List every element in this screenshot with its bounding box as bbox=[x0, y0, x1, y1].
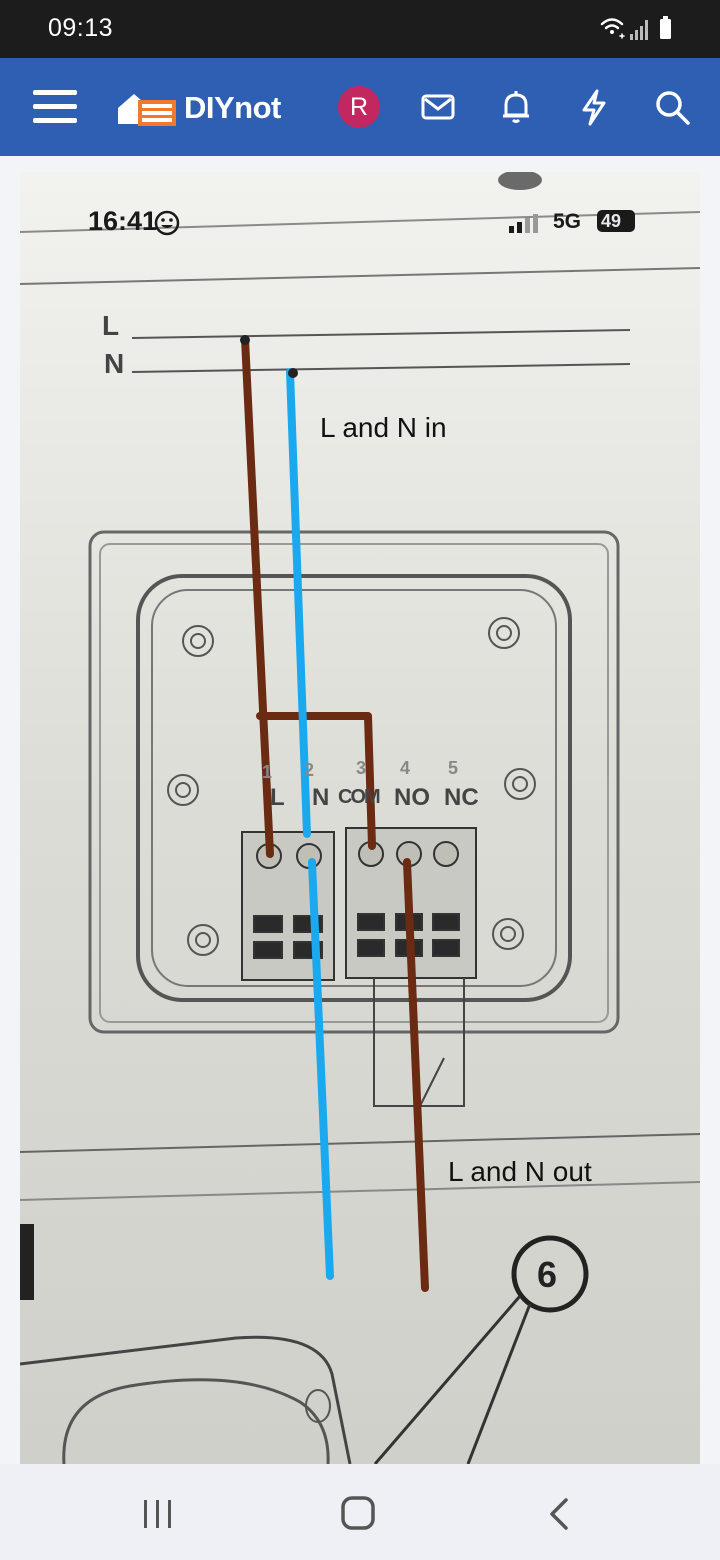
step-number: 6 bbox=[537, 1254, 558, 1295]
photo-signal-icon bbox=[509, 214, 538, 233]
terminal-label-com: COM bbox=[338, 786, 381, 808]
lightning-icon[interactable] bbox=[569, 82, 619, 132]
back-icon[interactable] bbox=[530, 1492, 590, 1536]
recents-icon[interactable] bbox=[128, 1492, 188, 1536]
brand-name: DIYnot bbox=[184, 90, 281, 125]
terminal-number: 5 bbox=[448, 758, 459, 778]
system-nav-bar bbox=[0, 1464, 720, 1560]
search-icon[interactable] bbox=[647, 82, 697, 132]
photo-network-type: 5G bbox=[553, 210, 582, 233]
terminal-label-n: N bbox=[312, 784, 330, 811]
annotation-in: L and N in bbox=[320, 412, 447, 443]
house-logo-icon bbox=[118, 94, 176, 126]
bell-icon[interactable] bbox=[491, 82, 541, 132]
terminal-label-nc: NC bbox=[444, 784, 479, 811]
photo-battery: 49 bbox=[597, 210, 635, 232]
status-bar: 09:13 bbox=[0, 0, 720, 58]
terminal-label-l: L bbox=[270, 784, 285, 811]
user-avatar[interactable]: R bbox=[338, 86, 380, 128]
line-label-n: N bbox=[104, 348, 125, 379]
terminal-label-no: NO bbox=[394, 784, 430, 811]
annotation-out: L and N out bbox=[448, 1156, 592, 1187]
wiring-diagram-drawing bbox=[20, 172, 700, 1464]
status-time: 09:13 bbox=[48, 14, 114, 42]
neutral-wires bbox=[286, 368, 334, 1280]
terminal-number: 1 bbox=[262, 762, 273, 782]
menu-icon[interactable] bbox=[30, 82, 80, 132]
terminal-number: 3 bbox=[356, 758, 367, 778]
wiring-photo[interactable]: 16:41 5G 49 L N 1 2 3 4 5 L N COM NO NC … bbox=[20, 172, 700, 1464]
brand-logo[interactable]: DIYnot bbox=[116, 86, 311, 130]
battery-icon bbox=[660, 16, 671, 39]
line-label-l: L bbox=[102, 310, 120, 341]
terminal-number: 4 bbox=[400, 758, 411, 778]
live-wires bbox=[241, 335, 429, 1292]
terminal-number: 2 bbox=[304, 760, 315, 780]
smiley-icon bbox=[154, 210, 180, 236]
system-status-icons bbox=[600, 16, 671, 40]
wifi-icon bbox=[600, 18, 625, 39]
app-header: DIYnot R bbox=[0, 58, 720, 156]
home-icon[interactable] bbox=[328, 1492, 388, 1536]
photo-phone-time: 16:41 bbox=[88, 206, 158, 236]
signal-icon bbox=[630, 20, 648, 40]
mail-icon[interactable] bbox=[413, 82, 463, 132]
